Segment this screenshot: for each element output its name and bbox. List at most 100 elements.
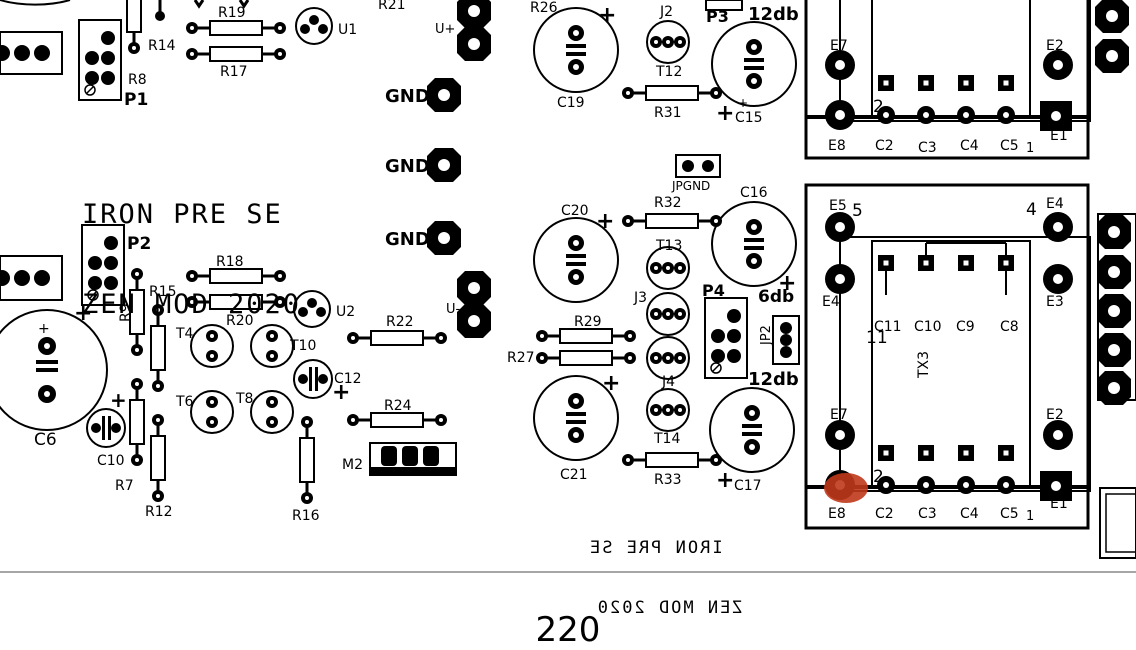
label-c5-top: C5 (1000, 138, 1019, 154)
label-c17: C17 (734, 478, 762, 494)
label-e8-top: E8 (828, 138, 846, 154)
label-r9: R9 (118, 303, 134, 322)
label-n5: 5 (852, 201, 863, 221)
label-c2-top: C2 (875, 138, 894, 154)
label-r20: R20 (226, 313, 254, 329)
label-uplus: U+ (435, 22, 455, 37)
label-n2-bottom: 2 (873, 467, 884, 487)
label-r32: R32 (654, 195, 682, 211)
label-r14: R14 (148, 38, 176, 54)
label-c12: C12 (334, 371, 362, 387)
label-c21: C21 (560, 467, 588, 483)
label-p2: P2 (127, 234, 151, 254)
label-j3: J3 (633, 290, 647, 306)
label-r33: R33 (654, 472, 682, 488)
label-t6: T6 (175, 394, 194, 410)
label-m2: M2 (342, 457, 363, 473)
svg-text:+: + (110, 388, 127, 412)
label-c2-bottom: C2 (875, 506, 894, 522)
label-jpgnd: JPGND (671, 179, 710, 193)
label-n11: 11 (866, 328, 888, 348)
label-12db-b: 12db (748, 369, 799, 390)
label-p4: P4 (702, 281, 725, 300)
label-jp2: JP2 (759, 325, 774, 346)
label-u2: U2 (336, 304, 355, 320)
label-p3: P3 (706, 7, 729, 26)
board-note: IRON PRE SE ZEN MOD 2020 (82, 140, 301, 350)
board-note-line1: IRON PRE SE (82, 199, 283, 230)
label-6db: 6db (758, 287, 794, 307)
label-e7-bottom: E7 (830, 407, 848, 423)
label-r15: R15 (149, 284, 177, 300)
svg-text:+: + (602, 371, 620, 396)
label-c10-tx: C10 (914, 319, 942, 335)
label-t13: T13 (655, 238, 682, 254)
label-e3: E3 (1046, 294, 1064, 310)
svg-text:+: + (716, 468, 734, 493)
label-t8: T8 (235, 391, 253, 407)
label-j2: J2 (659, 4, 673, 20)
label-u1: U1 (338, 22, 357, 38)
label-t4: T4 (175, 326, 194, 342)
label-tx3: TX3 (916, 351, 932, 379)
label-r24: R24 (384, 398, 412, 414)
label-n1-top: 1 (1026, 141, 1034, 156)
svg-text:+: + (598, 3, 616, 28)
label-r27: R27 (507, 350, 535, 366)
label-t12: T12 (655, 64, 682, 80)
svg-text:+: + (596, 209, 614, 234)
label-n2-top: 2 (873, 97, 884, 117)
label-r26: R26 (530, 0, 558, 16)
label-c19: C19 (557, 95, 585, 111)
label-c16: C16 (740, 185, 768, 201)
label-e2-top: E2 (1046, 38, 1064, 54)
label-c3-bottom: C3 (918, 506, 937, 522)
label-c4-top: C4 (960, 138, 979, 154)
label-r7: R7 (115, 478, 134, 494)
svg-text:+: + (38, 321, 50, 337)
label-r8: R8 (128, 72, 147, 88)
label-gnd-1: GND (385, 86, 430, 107)
label-r21: R21 (378, 0, 406, 13)
svg-text:+: + (778, 271, 796, 296)
label-r31: R31 (654, 105, 682, 121)
label-c15: C15 (735, 110, 763, 126)
board-note-line2: ZEN MOD 2020 (82, 289, 302, 320)
label-12db-a: 12db (748, 4, 799, 25)
label-e8-bottom: E8 (828, 506, 846, 522)
label-c4-bottom: C4 (960, 506, 979, 522)
label-uminus: U- (446, 302, 461, 317)
label-c6: C6 (34, 430, 57, 450)
label-r16: R16 (292, 508, 320, 524)
label-c5-bottom: C5 (1000, 506, 1019, 522)
label-e4-left: E4 (822, 294, 840, 310)
label-c9: C9 (956, 319, 975, 335)
label-c20: C20 (561, 203, 589, 219)
svg-text:+: + (332, 380, 350, 405)
page-number: 220 (535, 610, 601, 650)
label-t10: T10 (289, 338, 316, 354)
label-e5: E5 (829, 198, 847, 214)
svg-text:+: + (74, 301, 92, 326)
svg-text:+: + (738, 96, 748, 110)
label-r18: R18 (216, 254, 244, 270)
label-r22: R22 (386, 314, 414, 330)
label-c11: C11 (874, 319, 902, 335)
label-j4: J4 (661, 374, 675, 390)
svg-text:+: + (716, 101, 734, 126)
label-r19: R19 (218, 5, 246, 21)
label-e7-top: E7 (830, 38, 848, 54)
label-gnd-3: GND (385, 229, 430, 250)
label-c10: C10 (97, 453, 125, 469)
red-marker (824, 473, 868, 503)
label-e2-bottom: E2 (1046, 407, 1064, 423)
label-gnd-2: GND (385, 156, 430, 177)
label-n4: 4 (1026, 200, 1037, 220)
label-r29: R29 (574, 314, 602, 330)
label-t14: T14 (653, 431, 680, 447)
label-n1-bottom: 1 (1026, 509, 1034, 524)
label-e4-right: E4 (1046, 196, 1064, 212)
board-note-mirror-line1: IRON PRE SE (588, 538, 723, 558)
label-e1-bottom: E1 (1050, 496, 1068, 512)
